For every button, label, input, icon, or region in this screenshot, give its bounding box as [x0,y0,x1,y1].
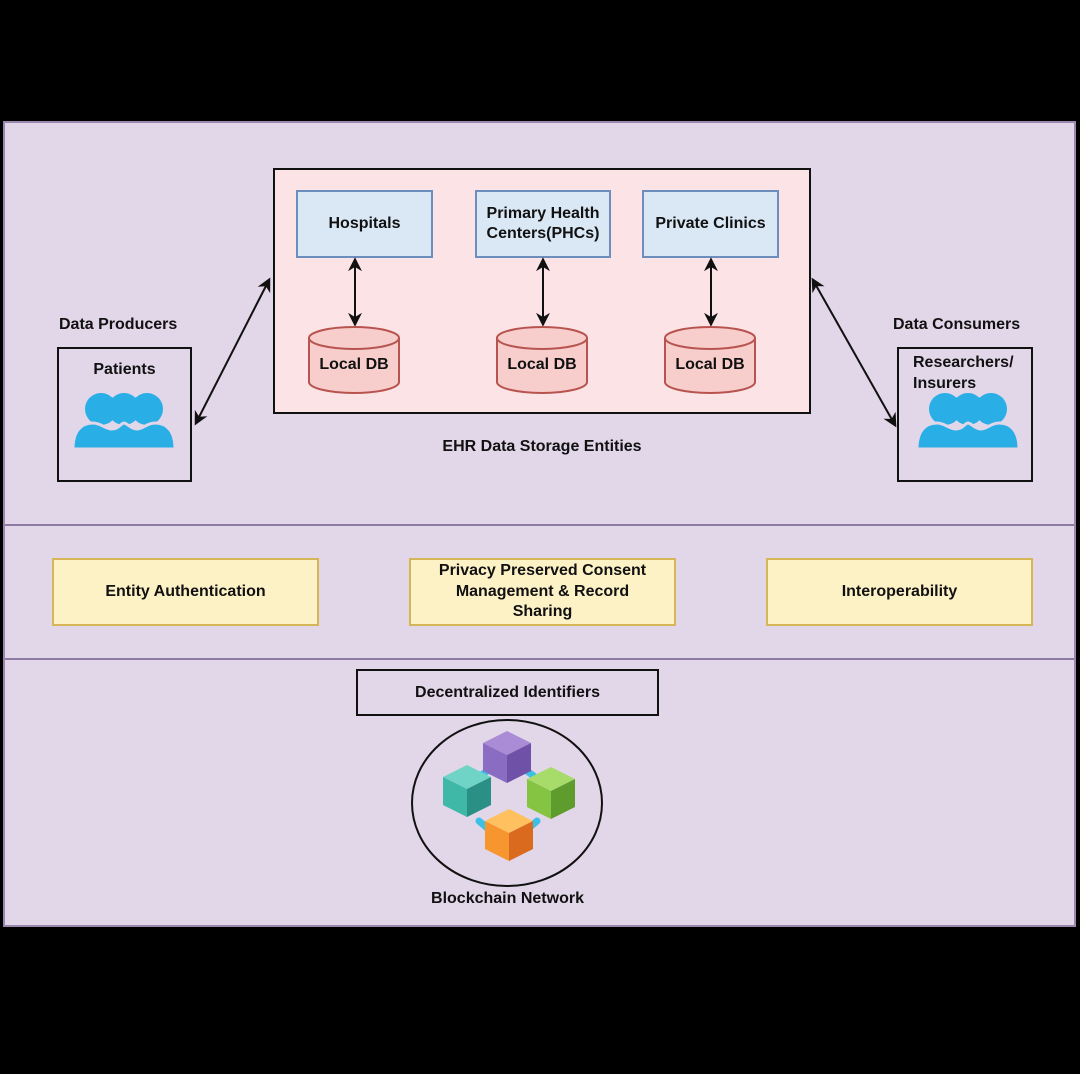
hospitals-node: Hospitals [296,190,433,258]
hospitals-label: Hospitals [328,215,401,232]
ehr-caption: EHR Data Storage Entities [442,438,642,455]
consent-label-line2: Management & Record [455,582,630,600]
ehr-storage-container: Hospitals Primary Health Centers(PHCs) P… [273,168,811,414]
producer-ehr-arrow [194,277,271,426]
blockchain-network-label: Blockchain Network [431,890,584,907]
patients-label: Patients [93,361,156,378]
orange-block [485,809,533,861]
purple-block [483,731,531,783]
people-group-icon [915,393,1021,451]
interoperability-box: Interoperability [766,558,1033,626]
layer-divider-top [5,524,1074,526]
phc-node: Primary Health Centers(PHCs) [475,190,611,258]
researchers-label-line2: Insurers [913,374,977,392]
decentralized-identifiers-label: Decentralized Identifiers [415,683,600,701]
data-consumers-heading: Data Consumers [893,316,1021,333]
layer-divider-bottom [5,658,1074,660]
consent-management-box: Privacy Preserved Consent Management & R… [409,558,676,626]
clinics-db-cylinder [664,326,756,394]
entity-authentication-box: Entity Authentication [52,558,319,626]
entity-authentication-label: Entity Authentication [105,582,266,600]
architecture-diagram: Hospitals Primary Health Centers(PHCs) P… [3,121,1076,927]
decentralized-identifiers-box: Decentralized Identifiers [356,669,659,716]
private-clinics-node: Private Clinics [642,190,779,258]
researchers-label-line1: Researchers/ [913,354,1014,371]
teal-block [443,765,491,817]
consent-label-line1: Privacy Preserved Consent [438,561,647,579]
hospitals-db-label: Local DB [319,356,389,373]
ehr-consumer-arrow [811,277,897,428]
patients-box: Patients [57,347,192,482]
blockchain-cubes-icon [411,719,603,887]
data-producers-heading: Data Producers [59,316,178,333]
phc-db-cylinder [496,326,588,394]
ehr-connectors [308,257,756,394]
interoperability-label: Interoperability [841,582,958,600]
clinics-db-label: Local DB [675,356,745,373]
researchers-insurers-box: Researchers/ Insurers [897,347,1033,482]
green-block [527,767,575,819]
researchers-insurers-label: Researchers/ Insurers [913,353,1014,395]
private-clinics-label: Private Clinics [655,215,766,232]
phc-label-line1: Primary Health [486,205,600,222]
consent-label-line3: Sharing [512,603,573,621]
people-group-icon [71,393,177,451]
phc-label-line2: Centers(PHCs) [486,225,600,242]
hospitals-db-cylinder [308,326,400,394]
phc-db-label: Local DB [507,356,577,373]
